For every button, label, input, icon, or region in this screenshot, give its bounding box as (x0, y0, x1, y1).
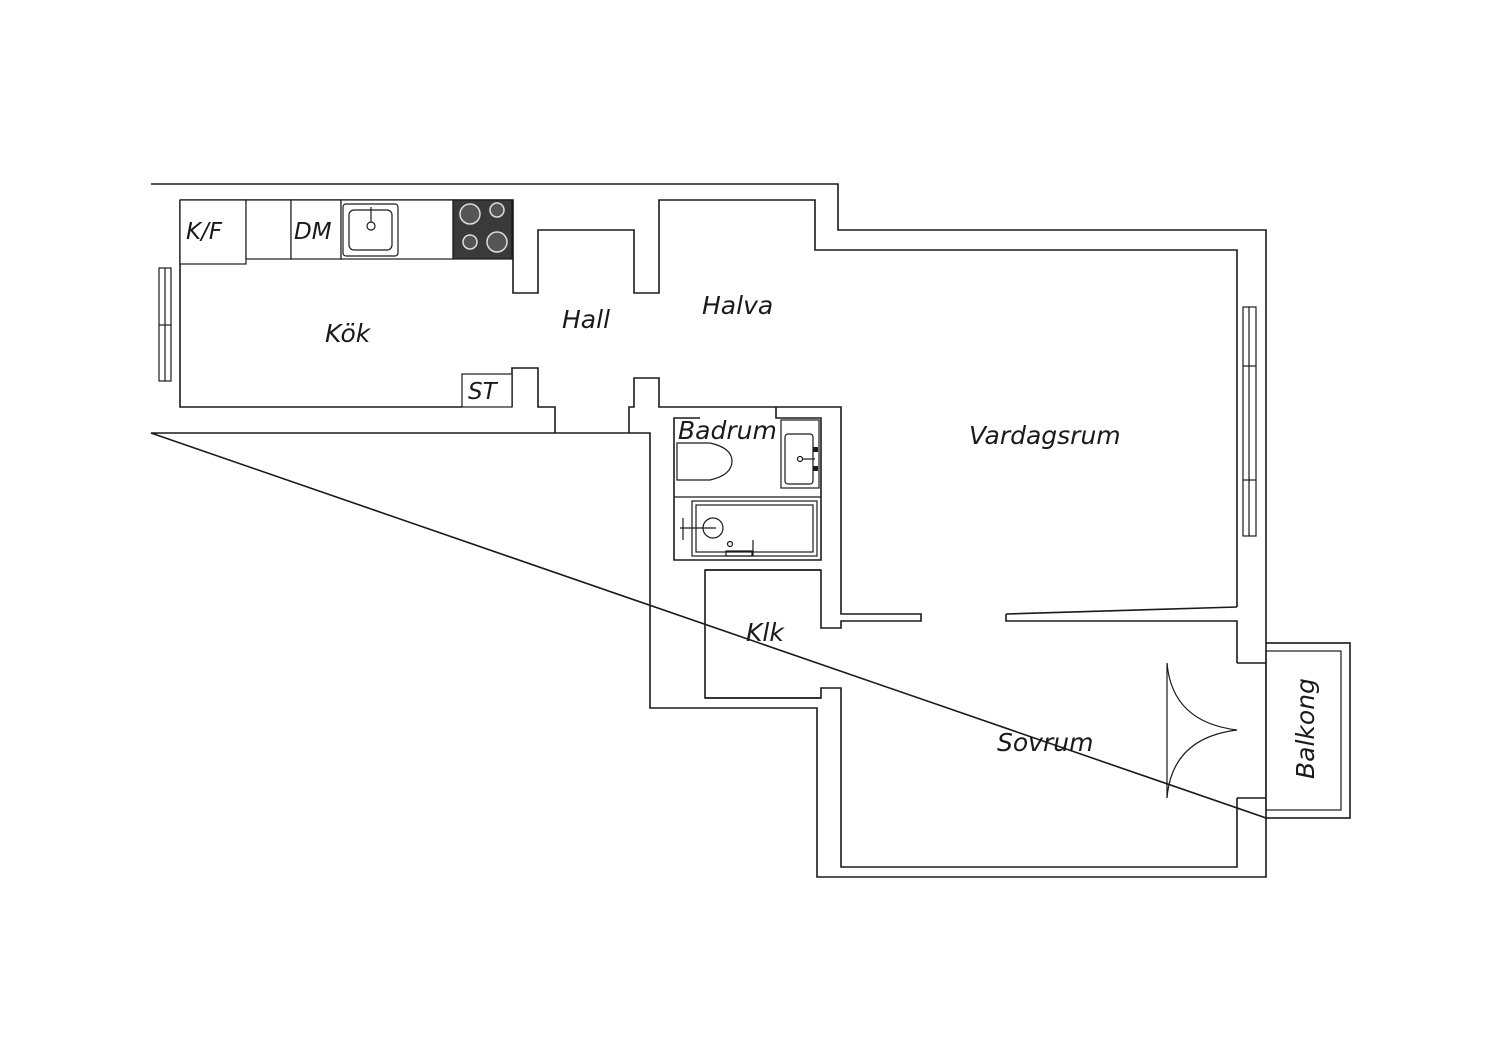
balcony (1265, 642, 1351, 819)
living-room-window (1242, 306, 1257, 537)
kitchen-window (158, 267, 172, 382)
storage-cabinet (461, 373, 513, 408)
kitchen-wall (180, 199, 1238, 607)
room-label-sovrum: Sovrum (997, 728, 1093, 757)
hall-lower-wall (628, 377, 776, 433)
room-label-badrum: Badrum (678, 416, 777, 445)
fixture-label-dishwasher: DM (294, 219, 332, 245)
kitchen-sink (342, 203, 399, 257)
fixture-label-storage: ST (468, 379, 499, 405)
closet-wall (705, 569, 821, 699)
toilet (676, 442, 733, 481)
fixture-label-fridge-freezer: K/F (186, 219, 223, 245)
room-label-klk: Klk (746, 618, 785, 647)
bathroom-sink (780, 419, 820, 489)
room-label-balkong: Balkong (1291, 678, 1320, 779)
bathtub (680, 500, 818, 557)
bathroom-wall (673, 407, 822, 561)
room-label-vardagsrum: Vardagsrum (969, 421, 1121, 450)
bedroom-divider-wall (1005, 614, 1238, 663)
room-label-hall: Hall (562, 305, 610, 334)
stove (452, 199, 513, 260)
balcony-door (1166, 662, 1238, 799)
outer-wall (150, 183, 1267, 878)
room-label-kok: Kök (325, 319, 372, 348)
bedroom-divider-top (1005, 606, 1238, 615)
room-label-halva: Halva (702, 291, 773, 320)
balcony-door-wall (1237, 662, 1266, 799)
